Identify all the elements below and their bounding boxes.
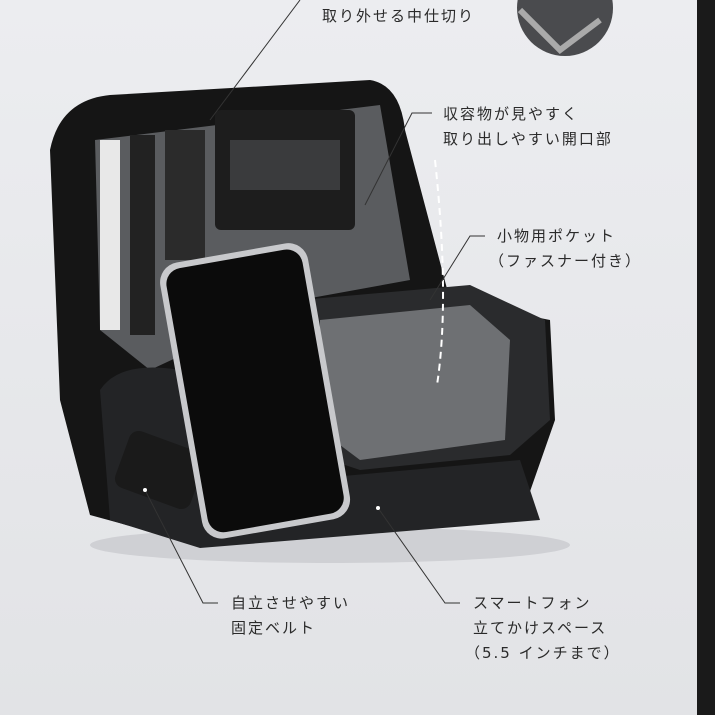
smartphone [160,243,351,539]
belt [114,430,206,510]
callout-opening-line-2: 取り出しやすい開口部 [443,130,613,148]
divider-detail-inset [517,0,613,56]
right-edge-strip [697,0,715,715]
callout-belt-line-2: 固定ベルト [231,619,317,637]
callout-pocket-line-2: （ファスナー付き） [489,252,643,270]
ruler [165,130,205,260]
callout-phone-line-3: （5.5 インチまで） [465,644,621,662]
callout-belt: 自立させやすい 固定ベルト [231,591,350,641]
callout-phone: スマートフォン 立てかけスペース （5.5 インチまで） [465,591,621,666]
leader-lines [144,0,485,604]
callout-divider: 取り外せる中仕切り [322,7,476,25]
callout-pocket: 小物用ポケット （ファスナー付き） [489,224,642,274]
callout-opening-line-1: 収容物が見やすく [443,105,580,123]
callout-phone-line-1: スマートフォン [473,594,592,612]
callout-belt-line-1: 自立させやすい [231,594,351,612]
callout-pocket-line-1: 小物用ポケット [497,227,617,245]
callout-opening: 収容物が見やすく 取り出しやすい開口部 [443,102,613,152]
dashed-arrow [434,159,445,386]
callout-phone-line-2: 立てかけスペース [473,619,608,637]
pen [100,140,120,330]
